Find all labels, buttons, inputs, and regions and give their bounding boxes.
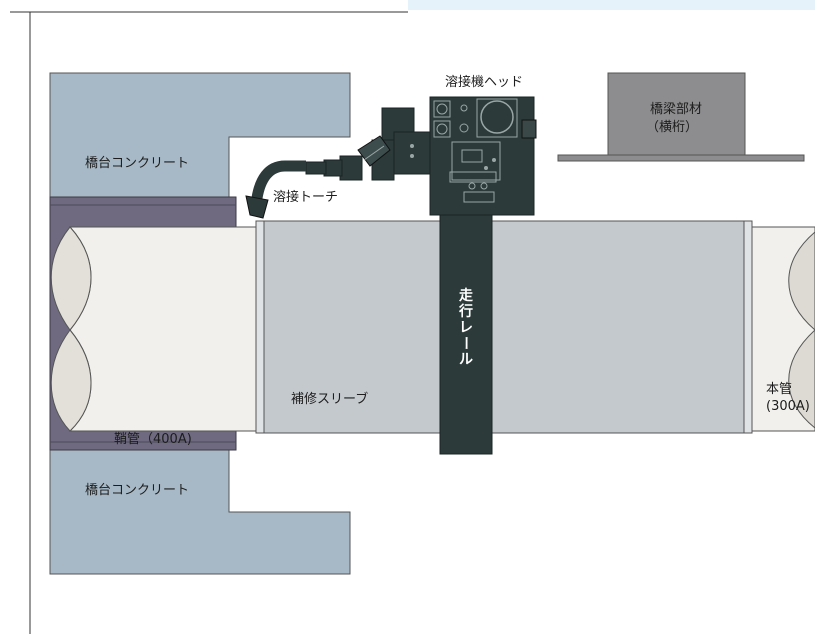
pipe-break-left xyxy=(50,226,92,432)
abutment-top-label: 橋台コンクリート xyxy=(85,156,189,171)
abutment-bottom-shape xyxy=(49,449,351,575)
sheath-pipe-label: 鞘管（400A) xyxy=(114,432,192,447)
bridge-member-label-line2: （横桁） xyxy=(646,120,698,135)
sleeve-edge-right xyxy=(743,220,753,434)
bridge-member-label-line1: 橋梁部材 xyxy=(650,102,702,117)
rail-label-char: レ xyxy=(459,320,473,336)
rail-label-char: 走 xyxy=(459,288,474,304)
bridge-flange xyxy=(557,154,805,162)
torch-arm-assembly xyxy=(305,107,431,181)
abutment-top-shape xyxy=(49,72,351,198)
header-panel xyxy=(408,0,815,10)
rail-label-char: 行 xyxy=(458,303,473,320)
welder-head-label: 溶接機ヘッド xyxy=(445,74,523,90)
main-pipe-left xyxy=(68,226,263,432)
travel-rail-shape xyxy=(439,211,493,455)
torch-label: 溶接トーチ xyxy=(273,189,338,205)
abutment-bottom-label: 橋台コンクリート xyxy=(85,483,189,498)
bridge-member-shape xyxy=(607,72,746,156)
torch-nozzle xyxy=(245,195,269,219)
main-pipe-label-line2: (300A) xyxy=(766,399,810,414)
repair-sleeve-label: 補修スリーブ xyxy=(291,391,368,407)
sleeve-edge-left xyxy=(255,220,265,434)
welder-head-assembly xyxy=(429,96,537,216)
rail-label-char: ル xyxy=(459,352,473,368)
main-pipe-label-line1: 本管 xyxy=(766,382,792,397)
torch-hose xyxy=(251,160,306,200)
rail-label-char: ー xyxy=(457,336,473,350)
